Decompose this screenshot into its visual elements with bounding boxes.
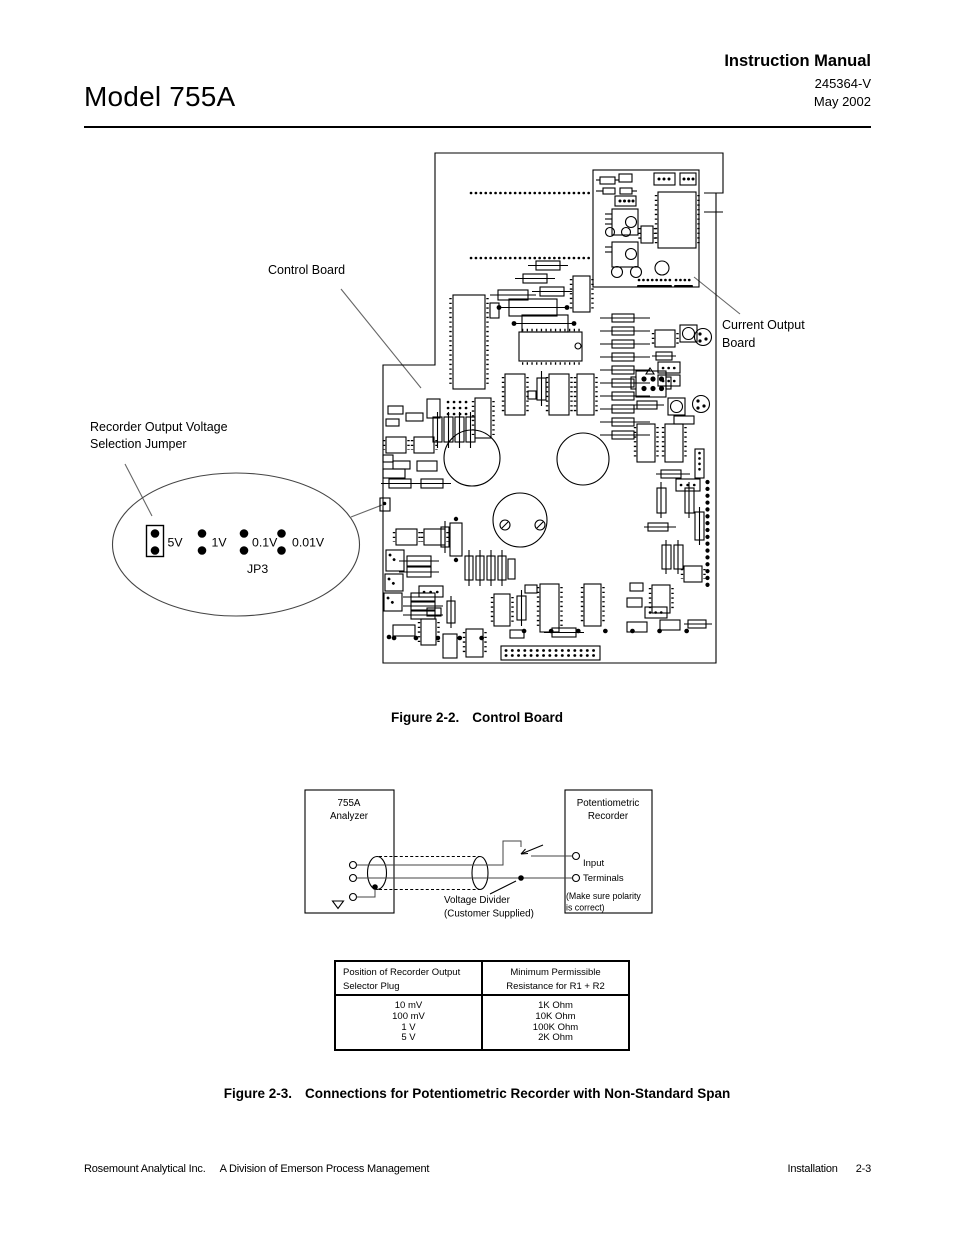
input-terminals-line1: Input <box>583 858 604 869</box>
jumper-pins <box>150 529 286 555</box>
board-pad-dots <box>386 366 710 657</box>
current-output-board-dots <box>618 177 695 203</box>
current-output-board <box>592 169 700 288</box>
jumper-box-5v <box>145 524 165 558</box>
footer-section: Installation <box>787 1163 838 1175</box>
ground-symbol <box>331 900 345 910</box>
voltage-divider-label-line1: Voltage Divider <box>444 895 511 906</box>
board-components <box>379 260 713 661</box>
voltage-divider-resistor <box>516 847 526 878</box>
table-cell: 10 mV <box>394 1000 423 1011</box>
current-output-connector <box>637 278 694 287</box>
figure-2-2-caption: Figure 2-2.Control Board <box>390 710 563 725</box>
table-cell: 100K Ohm <box>532 1021 579 1033</box>
current-output-board-label: Current Output Board <box>722 318 805 350</box>
document-number: 245364-V <box>814 76 871 91</box>
connection-diagram <box>304 789 653 914</box>
recorder-box <box>564 789 653 914</box>
jumper-position-1v: 1V <box>212 536 228 550</box>
table-cell: 1 V <box>401 1021 416 1033</box>
table-header-row: Position of Recorder Output Selector Plu… <box>336 962 628 996</box>
control-board-label: Control Board <box>268 263 346 277</box>
table-col2-header: Minimum Permissible Resistance for R1 + … <box>506 967 605 992</box>
table-col1-header: Position of Recorder Output Selector Plu… <box>336 962 483 994</box>
footer-company: Rosemount Analytical Inc. <box>84 1163 206 1175</box>
footer-page-number: 2-3 <box>855 1163 872 1175</box>
analyzer-box <box>304 789 395 914</box>
table-cell: 10K Ohm <box>535 1010 576 1022</box>
table-cell: 2K Ohm <box>538 1032 573 1044</box>
connections-figure: 755A Analyzer Potentiometric Recorder In… <box>304 789 653 920</box>
jumper-position-001v: 0.01V <box>292 536 325 550</box>
jumper-name: JP3 <box>247 562 268 576</box>
recorder-jumper-label: Recorder Output Voltage Selection Jumper <box>90 420 228 451</box>
table-position-values: 10 mV 100 mV 1 V 5 V <box>336 996 483 1049</box>
resistance-table: Position of Recorder Output Selector Plu… <box>334 960 630 1051</box>
voltage-divider-label-line2: (Customer Supplied) <box>444 909 534 920</box>
publication-date: May 2002 <box>813 93 871 109</box>
board-dot-rows <box>469 191 591 260</box>
publication-block: Instruction Manual 245364-V May 2002 <box>724 52 871 110</box>
analyzer-label-line2: Analyzer <box>330 811 369 822</box>
table-cell: 100 mV <box>392 1010 425 1022</box>
polarity-note-line2: is correct) <box>566 903 605 913</box>
analyzer-label-line1: 755A <box>338 798 361 809</box>
connection-junctions <box>372 875 524 890</box>
jumper-callout: 5V 1V 0.1V 0.01V JP3 <box>111 472 361 617</box>
recorder-label-line2: Recorder <box>588 811 629 822</box>
board-ic-pins <box>382 279 706 654</box>
board-outline <box>382 152 724 664</box>
recorder-label-line1: Potentiometric <box>577 798 640 809</box>
current-output-ic-pins <box>638 195 700 245</box>
leader-lines <box>124 276 741 518</box>
table-body: 10 mV 100 mV 1 V 5 V 1K Ohm 10K Ohm 100K… <box>336 996 628 1049</box>
page-footer: Rosemount Analytical Inc. A Division of E… <box>84 1163 871 1175</box>
figure-2-3-caption: Figure 2-3.Connections for Potentiometri… <box>223 1086 731 1101</box>
control-board-figure: 5V 1V 0.1V 0.01V JP3 <box>111 152 741 664</box>
header-rule <box>84 126 871 128</box>
jumper-position-01v: 0.1V <box>252 536 278 550</box>
footer-division: A Division of Emerson Process Management <box>219 1163 430 1175</box>
table-resistance-values: 1K Ohm 10K Ohm 100K Ohm 2K Ohm <box>483 996 628 1049</box>
polarity-note-line1: (Make sure polarity <box>566 891 641 901</box>
table-cell: 5 V <box>401 1032 416 1044</box>
board-solder-dots <box>382 305 708 640</box>
jumper-position-5v: 5V <box>168 536 184 550</box>
table-cell: 1K Ohm <box>538 1000 573 1011</box>
input-terminals-line2: Terminals <box>583 873 624 884</box>
page-title: Model 755A <box>84 81 236 112</box>
manual-title: Instruction Manual <box>724 52 871 70</box>
